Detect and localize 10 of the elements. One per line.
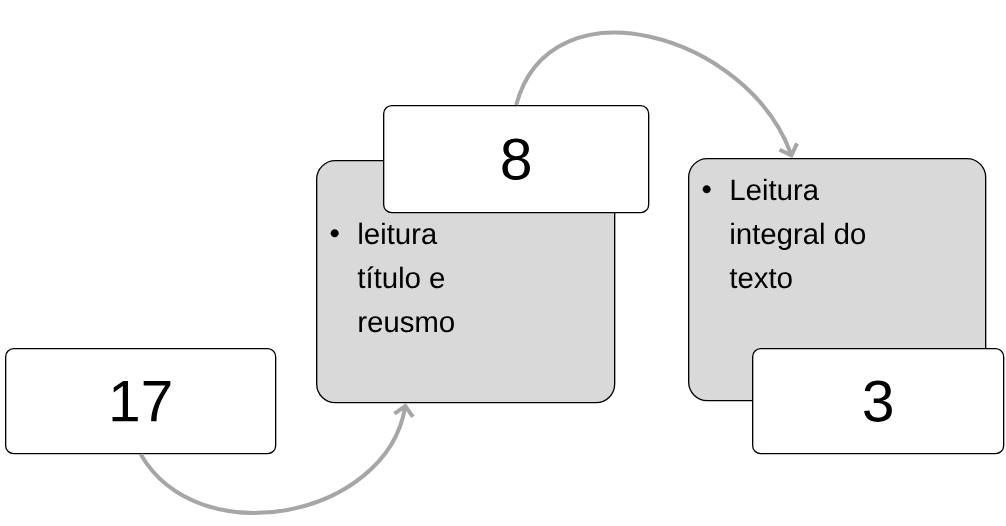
number: 8 <box>502 138 530 180</box>
curved-arrow <box>139 403 415 515</box>
list-text: Leitura integral do texto <box>729 178 866 289</box>
number-box <box>383 105 650 214</box>
number-box <box>752 348 1005 455</box>
curved-arrow <box>514 30 799 158</box>
list-text: leitura título e reusmo <box>357 222 454 333</box>
number: 3 <box>864 380 892 422</box>
number-box <box>5 348 277 455</box>
number: 17 <box>112 381 171 422</box>
